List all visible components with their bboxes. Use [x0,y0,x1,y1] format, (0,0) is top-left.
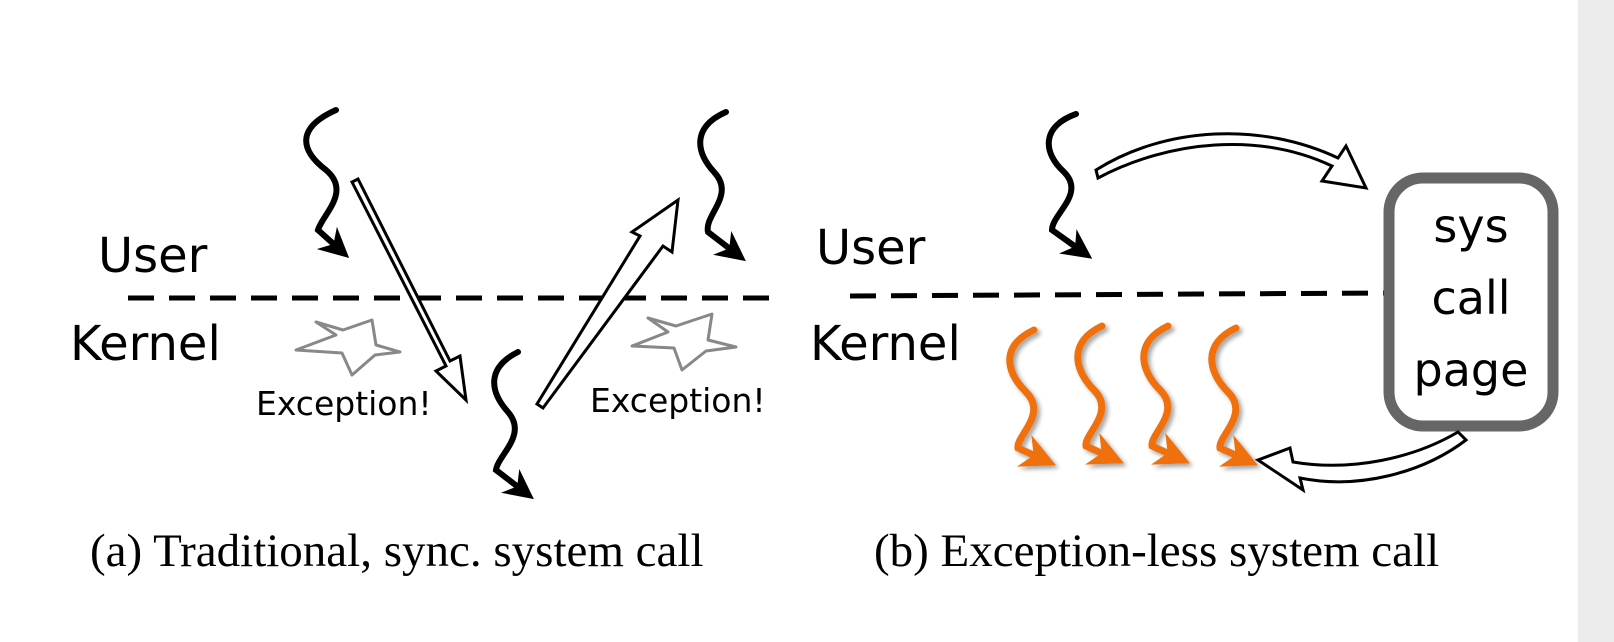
return-arrow-up [534,196,680,411]
exception-label-left: Exception! [256,384,432,423]
kernel-threads-b [1006,322,1258,467]
user-label-b: User [816,220,926,276]
kernel-thread-b-2 [1074,322,1124,465]
kernel-thread-b-1 [1006,326,1056,467]
syscall-page-line-2: call [1431,271,1510,325]
user-kernel-boundary-b [849,290,1387,299]
panel-b: User Kernel sys call page (b) Exception-… [810,111,1559,577]
right-edge-strip [1578,0,1614,642]
syscall-arrow-down [349,176,469,405]
user-thread-b [1045,111,1093,259]
user-thread-right [697,109,746,262]
kernel-thread-a [491,349,534,500]
kernel-label-a: Kernel [70,316,221,372]
caption-b: (b) Exception-less system call [874,525,1439,577]
exception-star-right [630,312,738,372]
exception-label-right: Exception! [590,381,766,420]
kernel-thread-b-4 [1208,324,1258,467]
syscall-page-box [1383,172,1559,432]
kernel-thread-b-3 [1140,322,1190,465]
exception-star-left [294,318,402,377]
result-return-arrow [1254,430,1469,494]
post-syscall-arrow [1094,132,1369,190]
syscall-page-line-3: page [1414,343,1529,397]
caption-a: (a) Traditional, sync. system call [90,525,704,577]
syscall-page-line-1: sys [1433,199,1508,253]
kernel-label-b: Kernel [810,316,961,372]
user-label-a: User [98,228,208,284]
user-thread-left [303,107,350,259]
panel-a: User Kernel Exception! Exception! (a) Tr… [70,107,780,577]
